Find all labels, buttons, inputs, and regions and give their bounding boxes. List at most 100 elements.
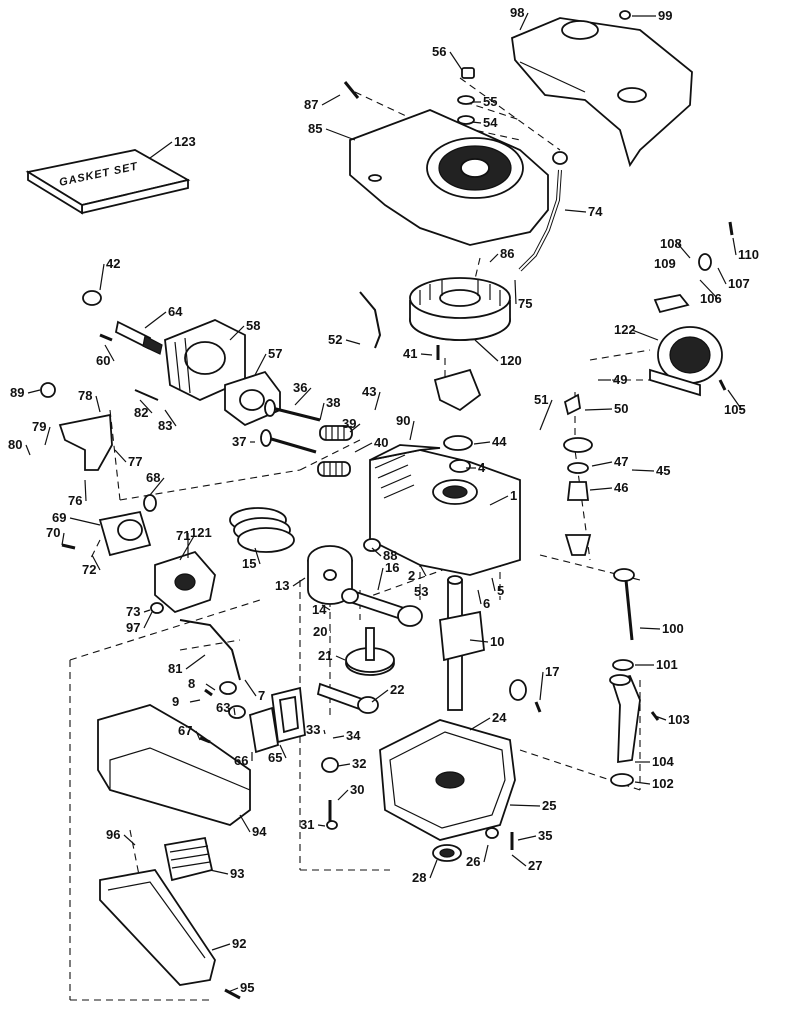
part-label-49: 49	[613, 372, 627, 387]
leader-line-83	[164, 409, 177, 427]
leader-line-105	[727, 389, 743, 411]
part-label-2: 2	[408, 568, 415, 583]
part-label-87: 87	[304, 97, 318, 112]
part-label-100: 100	[662, 621, 684, 636]
part-label-60: 60	[96, 353, 110, 368]
leader-line-25	[509, 804, 541, 807]
rewind-starter	[649, 294, 723, 397]
leader-line-120	[474, 339, 499, 362]
engine-sump	[379, 719, 516, 841]
leader-line-110	[732, 237, 737, 256]
oil-fill-tube	[609, 674, 641, 764]
leader-line-79	[44, 426, 51, 446]
dipstick	[613, 568, 635, 641]
leader-line-14	[321, 604, 331, 611]
leader-line-80	[25, 444, 31, 456]
part-label-26: 26	[466, 854, 480, 869]
part-label-4: 4	[478, 460, 486, 475]
leader-line-38	[319, 402, 325, 421]
leader-line-76	[84, 479, 87, 502]
leader-line-58	[229, 325, 245, 341]
part-label-1: 1	[510, 488, 517, 503]
leader-line-13	[292, 577, 306, 587]
part-label-72: 72	[82, 562, 96, 577]
part-label-30: 30	[350, 782, 364, 797]
leader-line-68	[149, 477, 165, 496]
part-label-39: 39	[342, 416, 356, 431]
part-label-47: 47	[614, 454, 628, 469]
part-label-88: 88	[383, 548, 397, 563]
fuel-fitting	[563, 393, 581, 416]
part-label-56: 56	[432, 44, 446, 59]
leader-line-69	[69, 517, 101, 526]
o-ring	[612, 659, 634, 671]
governor-assembly	[316, 682, 379, 714]
leader-line-92	[211, 943, 231, 951]
fuel-tank	[511, 17, 693, 168]
valve-springs	[317, 425, 353, 477]
leader-line-51	[539, 399, 553, 431]
leader-line-122	[631, 329, 659, 341]
part-label-31: 31	[300, 817, 314, 832]
leader-line-24	[469, 717, 491, 731]
leader-line-42	[99, 263, 105, 291]
leader-line-5	[491, 577, 496, 592]
part-label-76: 76	[68, 493, 82, 508]
part-label-38: 38	[326, 395, 340, 410]
throttle-link	[179, 619, 241, 681]
part-label-32: 32	[352, 756, 366, 771]
part-label-96: 96	[106, 827, 120, 842]
leader-line-47	[591, 461, 613, 467]
leader-line-96	[123, 834, 136, 846]
part-label-67: 67	[178, 723, 192, 738]
exhaust-gasket	[271, 686, 306, 744]
part-label-109: 109	[654, 256, 676, 271]
control-bracket	[58, 413, 113, 471]
leader-line-22	[371, 689, 389, 703]
part-label-20: 20	[313, 624, 327, 639]
blower-housing	[349, 109, 549, 246]
part-label-99: 99	[658, 8, 672, 23]
part-label-36: 36	[293, 380, 307, 395]
spark-plug	[114, 320, 163, 355]
part-label-83: 83	[158, 418, 172, 433]
part-label-57: 57	[268, 346, 282, 361]
leader-line-64	[144, 311, 167, 329]
part-label-78: 78	[78, 388, 92, 403]
cam-gear	[345, 627, 395, 676]
part-label-107: 107	[728, 276, 750, 291]
leader-line-1	[489, 495, 509, 506]
part-label-9: 9	[172, 694, 179, 709]
part-label-64: 64	[168, 304, 183, 319]
seal-44	[443, 435, 473, 451]
part-label-63: 63	[216, 700, 230, 715]
leader-line-39	[349, 423, 361, 433]
leader-line-34	[332, 735, 345, 739]
part-label-15: 15	[242, 556, 256, 571]
part-label-14: 14	[312, 602, 327, 617]
part-label-71: 71	[176, 528, 190, 543]
part-label-53: 53	[414, 584, 428, 599]
part-label-6: 6	[483, 596, 490, 611]
part-label-110: 110	[738, 247, 759, 262]
leader-line-90	[409, 420, 415, 441]
leader-line-73	[143, 609, 151, 613]
air-filter-element	[163, 836, 214, 882]
part-label-122: 122	[614, 322, 636, 337]
leader-line-87	[321, 94, 341, 106]
leader-line-28	[429, 859, 438, 879]
leader-line-10	[469, 639, 489, 643]
leader-line-97	[143, 611, 153, 629]
leader-line-81	[185, 654, 206, 670]
leader-line-32	[337, 763, 351, 767]
fasteners	[40, 10, 734, 1000]
breather-parts	[563, 437, 593, 556]
seal-washer	[610, 773, 634, 787]
gasket-set-box: GASKET SET	[25, 149, 191, 215]
leader-line-95	[227, 987, 239, 993]
part-label-51: 51	[534, 392, 548, 407]
leader-line-78	[95, 395, 101, 413]
part-label-98: 98	[510, 5, 524, 20]
